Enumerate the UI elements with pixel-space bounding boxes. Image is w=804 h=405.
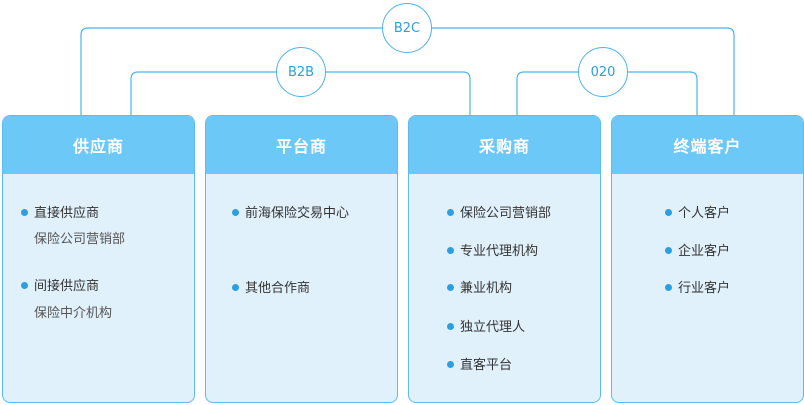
end-customer-card: 终端客户 个人客户 企业客户 行业客户 — [611, 115, 804, 403]
item-sub-label: 保险公司营销部 — [34, 232, 126, 247]
o2o-badge: 020 — [578, 47, 628, 97]
supplier-card: 供应商 直接供应商 保险公司营销部 间接供应商 保险中介机构 — [2, 115, 195, 403]
bullet-icon — [21, 209, 28, 216]
purchaser-card-title: 采购商 — [409, 116, 600, 174]
item-label: 保险公司营销部 — [460, 206, 552, 221]
bullet-icon — [232, 284, 239, 291]
platform-card: 平台商 前海保险交易中心 其他合作商 — [205, 115, 398, 403]
bullet-icon — [21, 282, 28, 289]
supplier-card-title: 供应商 — [3, 116, 194, 174]
list-item: 个人客户 — [665, 202, 730, 221]
item-label: 间接供应商 — [34, 279, 100, 294]
b2b-label: B2B — [287, 64, 315, 80]
item-label: 兼业机构 — [460, 281, 513, 296]
list-item: 企业客户 — [665, 240, 730, 259]
list-item: 独立代理人 — [447, 316, 525, 335]
platform-card-title: 平台商 — [206, 116, 397, 174]
b2c-badge: B2C — [382, 3, 432, 53]
item-label: 其他合作商 — [245, 281, 311, 296]
purchaser-card: 采购商 保险公司营销部 专业代理机构 兼业机构 独立代理人 直客平台 — [408, 115, 601, 403]
item-label: 企业客户 — [678, 244, 731, 259]
bullet-icon — [665, 209, 672, 216]
b2c-label: B2C — [393, 20, 421, 36]
bullet-icon — [665, 284, 672, 291]
bullet-icon — [447, 361, 454, 368]
item-label: 专业代理机构 — [460, 244, 539, 259]
list-item: 直接供应商 — [21, 202, 99, 221]
bullet-icon — [447, 209, 454, 216]
list-item: 间接供应商 — [21, 275, 99, 294]
item-sub-label: 保险中介机构 — [34, 306, 113, 321]
item-label: 行业客户 — [678, 281, 731, 296]
bullet-icon — [665, 247, 672, 254]
list-item: 直客平台 — [447, 354, 512, 373]
o2o-label: 020 — [590, 64, 616, 80]
list-item: 兼业机构 — [447, 277, 512, 296]
list-item: 保险公司营销部 — [447, 202, 551, 221]
item-label: 独立代理人 — [460, 320, 526, 335]
item-label: 前海保险交易中心 — [245, 206, 350, 221]
bullet-icon — [447, 284, 454, 291]
list-item: 行业客户 — [665, 277, 730, 296]
list-item: 专业代理机构 — [447, 240, 538, 259]
b2b-badge: B2B — [276, 47, 326, 97]
bullet-icon — [447, 323, 454, 330]
bullet-icon — [232, 209, 239, 216]
item-label: 直客平台 — [460, 358, 513, 373]
end-customer-card-title: 终端客户 — [612, 116, 803, 174]
list-item: 其他合作商 — [232, 277, 310, 296]
item-label: 直接供应商 — [34, 206, 100, 221]
item-label: 个人客户 — [678, 206, 731, 221]
list-item: 前海保险交易中心 — [232, 202, 349, 221]
bullet-icon — [447, 247, 454, 254]
